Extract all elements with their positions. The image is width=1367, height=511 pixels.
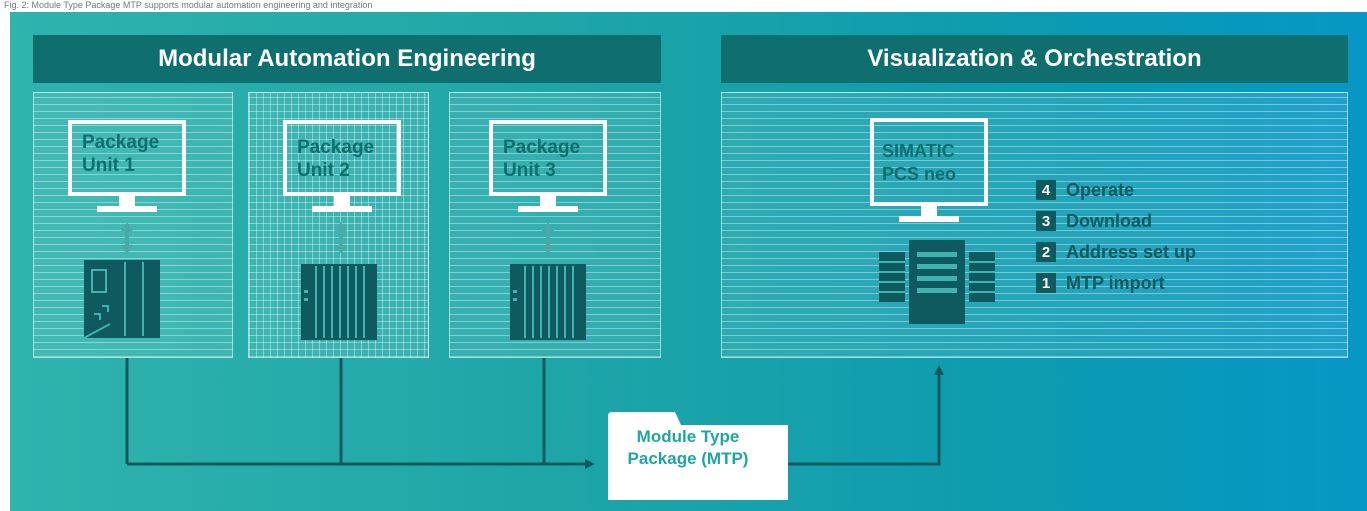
plc-rack-icon: [510, 264, 586, 340]
double-arrow-icon: [121, 222, 133, 254]
step-number-badge: 1: [1036, 273, 1056, 293]
package-unit-1-line1: Package: [82, 132, 160, 153]
step-label: Download: [1066, 210, 1152, 231]
header-right-label: Visualization & Orchestration: [867, 45, 1202, 72]
pcs-neo-line2: PCS neo: [882, 164, 957, 184]
step-item: 2 Address set up: [1036, 242, 1196, 262]
mtp-line1: Module Type: [636, 427, 740, 446]
package-unit-2-label: Package Unit 2: [297, 136, 374, 182]
step-number-badge: 2: [1036, 242, 1056, 262]
step-label: Operate: [1066, 179, 1135, 200]
monitor-icon: [489, 120, 607, 212]
mtp-label: Module Type Package (MTP): [598, 426, 778, 470]
step-item: 3 Download: [1036, 211, 1196, 231]
package-unit-3-label: Package Unit 3: [503, 136, 580, 182]
step-number-badge: 4: [1036, 180, 1056, 200]
step-number-badge: 3: [1036, 211, 1056, 231]
pcs-neo-label: SIMATIC PCS neo: [882, 140, 956, 186]
package-unit-1-label: Package Unit 1: [82, 131, 159, 177]
monitor-icon: [870, 118, 988, 222]
steps-list: 4 Operate 3 Download 2 Address set up 1 …: [1036, 180, 1196, 304]
monitor-icon: [283, 120, 401, 212]
header-left-label: Modular Automation Engineering: [158, 45, 536, 72]
double-arrow-icon: [335, 222, 347, 254]
package-unit-2-line1: Package: [297, 137, 375, 158]
visualization-panel: [721, 92, 1348, 358]
header-modular-automation-engineering: Modular Automation Engineering: [33, 35, 661, 83]
plc-controller-icon: [83, 260, 160, 339]
plc-rack-icon: [301, 264, 377, 340]
step-item: 4 Operate: [1036, 180, 1196, 200]
package-unit-3-line2: Unit 3: [503, 160, 556, 181]
mtp-document-icon: [608, 412, 788, 500]
figure-caption: Fig. 2: Module Type Package MTP supports…: [4, 0, 373, 10]
monitor-icon: [68, 120, 186, 212]
package-unit-1-line2: Unit 1: [82, 155, 135, 176]
mtp-line2: Package (MTP): [627, 449, 749, 468]
double-arrow-icon: [542, 222, 554, 254]
step-label: Address set up: [1066, 241, 1197, 262]
step-label: MTP import: [1066, 272, 1165, 293]
step-item: 1 MTP import: [1036, 273, 1196, 293]
header-visualization-orchestration: Visualization & Orchestration: [721, 35, 1348, 83]
package-unit-2-line2: Unit 2: [297, 160, 350, 181]
package-unit-3-line1: Package: [503, 137, 581, 158]
pcs-neo-line1: SIMATIC: [882, 141, 955, 161]
server-icon: [879, 240, 995, 324]
connection-lines: [125, 358, 944, 469]
